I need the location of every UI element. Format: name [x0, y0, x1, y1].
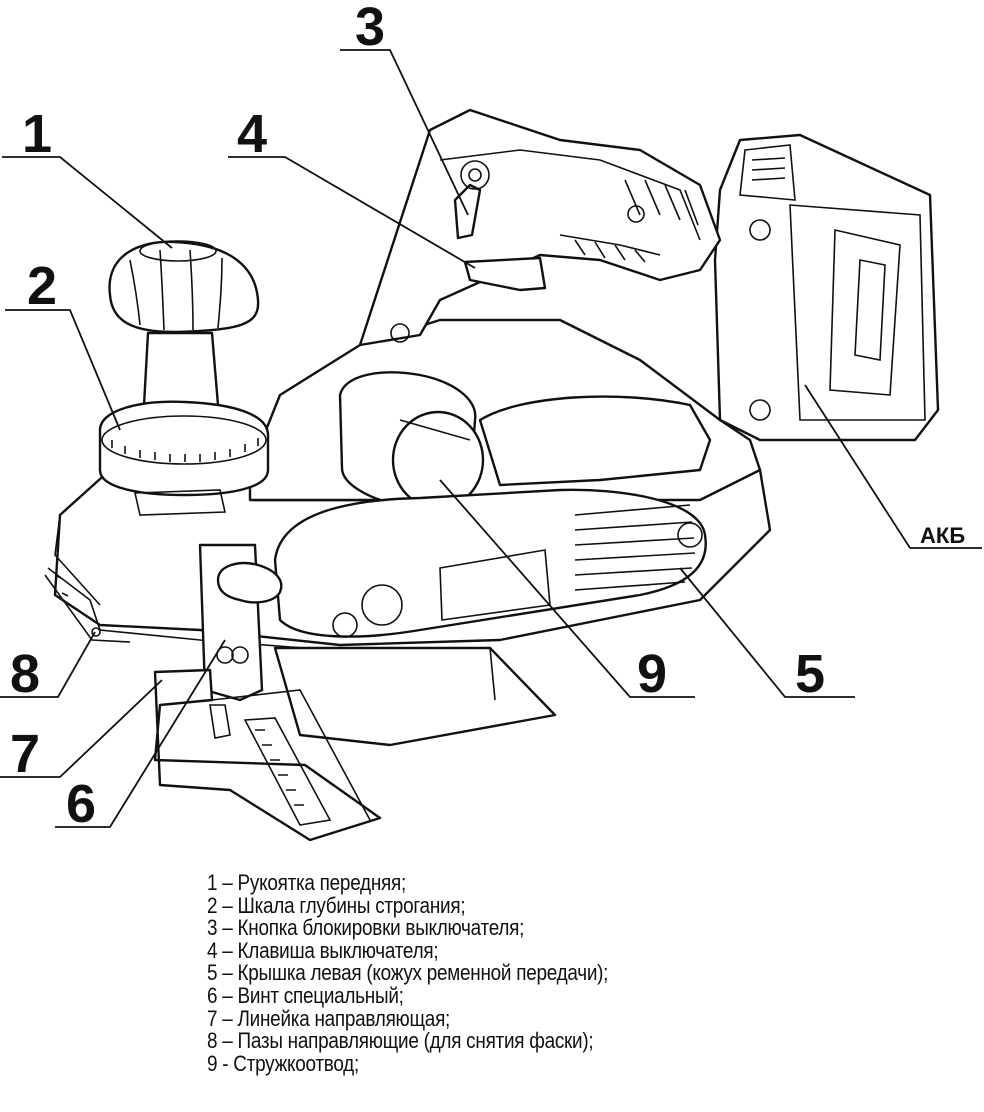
callout-3: 3	[355, 0, 385, 57]
callout-6: 6	[66, 774, 96, 834]
callout-8: 8	[10, 644, 40, 704]
legend-item: 7 – Линейка направляющая;	[207, 1005, 451, 1031]
legend-item: 2 – Шкала глубины строгания;	[207, 892, 466, 918]
callout-leaders	[0, 49, 982, 828]
legend-item: 9 - Стружкоотвод;	[207, 1050, 359, 1076]
planer-illustration	[44, 108, 940, 842]
callout-2: 2	[27, 256, 57, 316]
callout-7: 7	[10, 724, 40, 784]
legend-item: 4 – Клавиша выключателя;	[207, 937, 439, 963]
callout-5: 5	[795, 644, 825, 704]
belt-cover	[273, 488, 707, 638]
callout-9: 9	[637, 644, 667, 704]
callout-1: 1	[22, 104, 52, 164]
special-screw	[216, 561, 283, 604]
parts-legend: 1 – Рукоятка передняя; 2 – Шкала глубины…	[207, 870, 947, 1076]
rear-handle	[358, 108, 722, 347]
legend-item: 6 – Винт специальный;	[207, 982, 404, 1008]
callout-numbers: 1 2 3 4 АКБ 5 9 8 7 6	[10, 0, 965, 834]
guide-fence	[153, 668, 382, 842]
battery-pack	[713, 133, 940, 442]
callout-akb: АКБ	[920, 523, 965, 548]
legend-item: 1 – Рукоятка передняя;	[207, 870, 406, 895]
depth-scale-ring	[98, 400, 270, 497]
legend-item: 5 – Крышка левая (кожух ременной передач…	[207, 960, 609, 986]
legend-item: 8 – Пазы направляющие (для снятия фаски)…	[207, 1028, 594, 1054]
legend-item: 3 – Кнопка блокировки выключателя;	[207, 915, 525, 941]
trigger-switch	[463, 256, 547, 292]
callout-4: 4	[237, 104, 267, 164]
front-knob	[108, 240, 260, 334]
